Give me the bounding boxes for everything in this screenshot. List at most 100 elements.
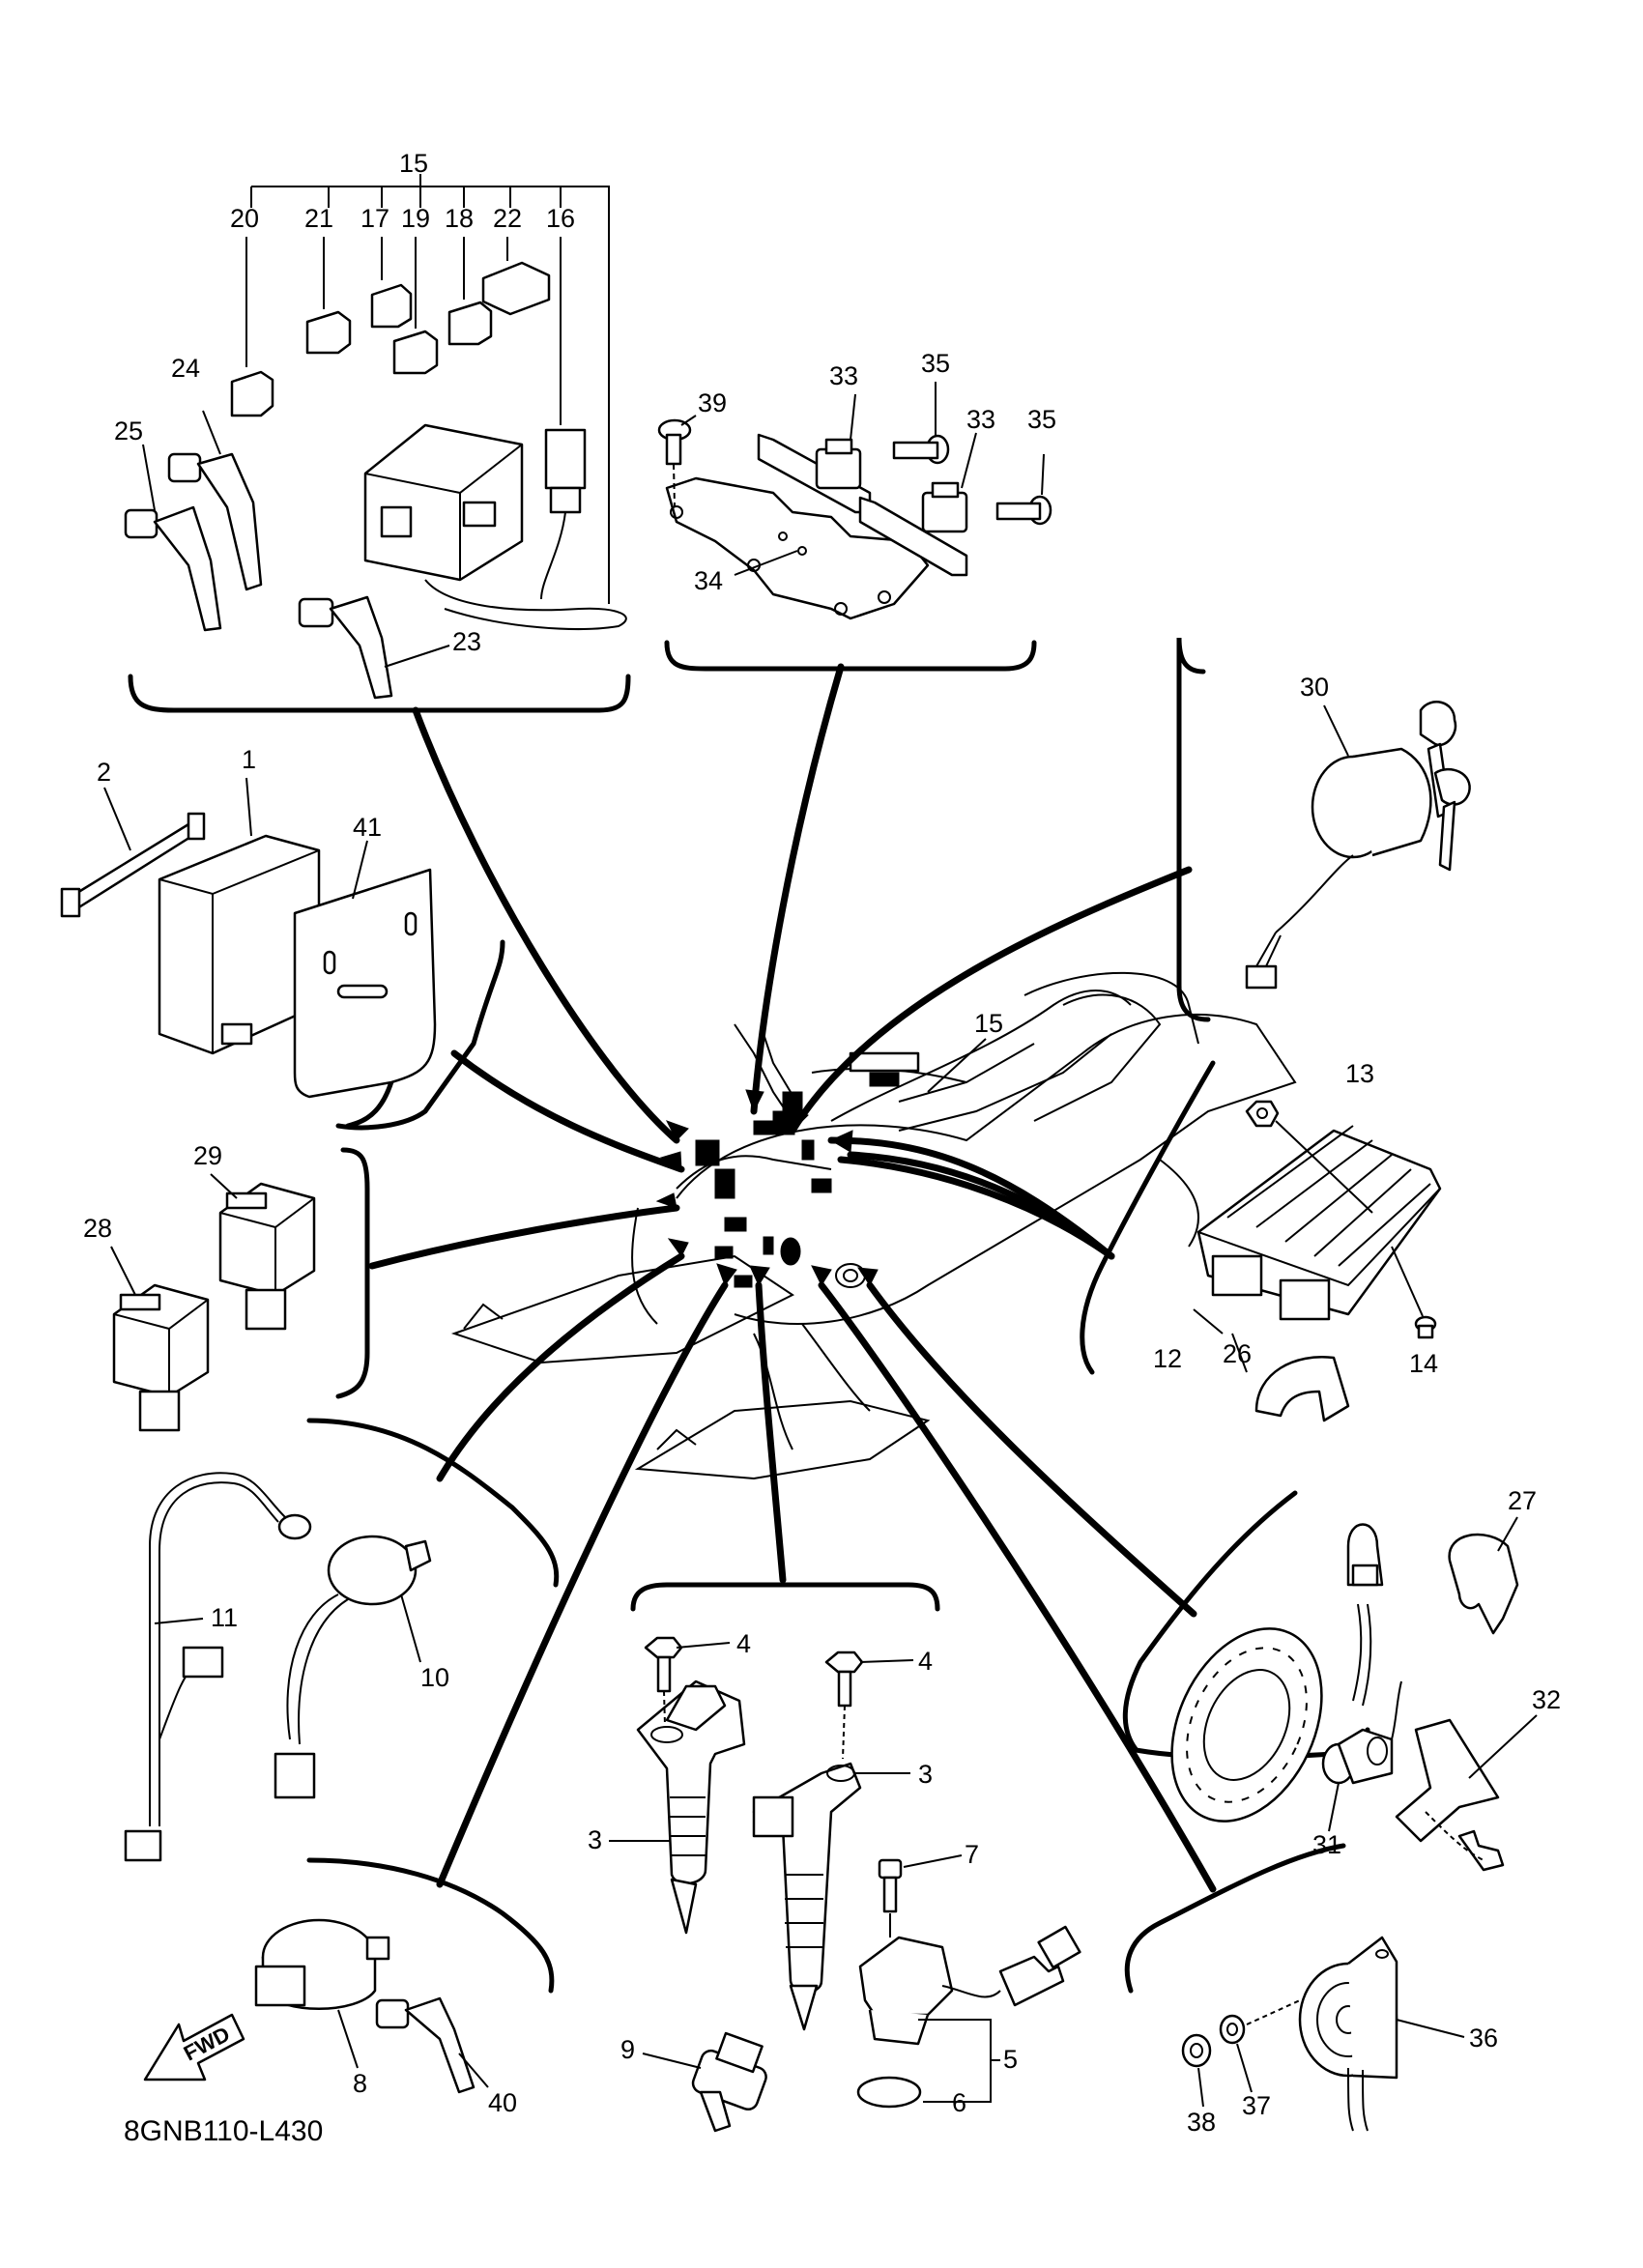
label-38: 38: [1187, 2108, 1216, 2137]
fuse-18: [447, 301, 493, 346]
label-24: 24: [171, 354, 200, 383]
cable-tie-25: [124, 505, 222, 632]
fwd-arrow: FWD: [143, 2013, 245, 2081]
crank-sensor-group: [1170, 1516, 1538, 1872]
label-22: 22: [493, 204, 522, 233]
screw-7: [878, 1854, 963, 1913]
bracket-32: [1395, 1718, 1505, 1872]
relay-mount-33a: [757, 433, 872, 514]
label-31: 31: [1312, 1830, 1341, 1859]
relay-group: [110, 1173, 316, 1432]
washer-37: [1219, 2014, 1246, 2045]
label-33b: 33: [966, 405, 995, 434]
screw-35b: [995, 495, 1052, 526]
label-15-top: 15: [399, 149, 428, 178]
bolt-4b: [824, 1651, 864, 1760]
clamp-27: [1448, 1533, 1519, 1635]
diagram-code: 8GNB110-L430: [124, 2115, 323, 2147]
label-33a: 33: [829, 361, 858, 390]
rectifier-regulator-group: [1193, 1100, 1442, 1422]
group-brackets: [128, 637, 1370, 1994]
fuse-box: [363, 423, 524, 582]
ecu-band-2: [60, 812, 206, 918]
relay-bracket-plate-34: [665, 476, 930, 620]
pointer-lines: [368, 663, 1217, 1893]
relay-bracket-group: [657, 382, 1052, 620]
main-switch-group: [1245, 701, 1471, 990]
horn-group: [1181, 1936, 1465, 2132]
label-12: 12: [1153, 1344, 1182, 1373]
ecu-1: [158, 834, 321, 1055]
frame-chassis: [450, 971, 1297, 1480]
label-1: 1: [242, 745, 256, 774]
label-32: 32: [1532, 1685, 1561, 1714]
label-41: 41: [353, 813, 382, 842]
label-40: 40: [488, 2088, 517, 2117]
label-6: 6: [952, 2088, 966, 2117]
horn-36: [1298, 1936, 1398, 2132]
ecu-cover-41: [293, 868, 437, 1099]
screw-35a: [892, 434, 950, 465]
cable-tie-40: [375, 1996, 476, 2094]
sensor-10-group: [124, 1472, 432, 1862]
washer-14: [1391, 1246, 1437, 1339]
label-8: 8: [353, 2069, 367, 2098]
label-14: 14: [1409, 1349, 1438, 1378]
pickup-rotor: [1170, 1627, 1323, 1823]
fuse-connector-16: [540, 428, 587, 600]
ignition-keys: [1419, 701, 1471, 872]
ignition-coil-group: [609, 1636, 914, 2031]
rectifier-regulator-12: [1196, 1125, 1442, 1321]
relay-29: [218, 1182, 316, 1331]
label-7: 7: [965, 1840, 979, 1869]
label-35a: 35: [921, 349, 950, 378]
part-number-labels: 15 20 21 17 19 18 22 16 24 25 23 39 33 3…: [83, 149, 1561, 2137]
fuse-22: [481, 261, 551, 316]
crank-sensor-31: [1321, 1523, 1402, 1785]
relay-28: [112, 1283, 210, 1432]
label-25: 25: [114, 416, 143, 445]
label-19: 19: [401, 204, 430, 233]
relay-mount-33b: [858, 481, 968, 577]
label-3a: 3: [588, 1825, 602, 1854]
fuse-17: [370, 283, 413, 329]
label-34: 34: [694, 566, 723, 595]
label-21: 21: [304, 204, 333, 233]
label-10: 10: [420, 1663, 449, 1692]
cam-sensor-group: [642, 1854, 1081, 2133]
ignition-coil-3a: [636, 1679, 746, 1935]
fuse-21: [305, 310, 352, 355]
clamp-26: [1254, 1356, 1350, 1422]
label-4b: 4: [918, 1647, 933, 1676]
fuse-box-group: [124, 174, 627, 700]
label-4a: 4: [736, 1629, 751, 1658]
label-17: 17: [360, 204, 389, 233]
label-37: 37: [1242, 2091, 1271, 2120]
label-16: 16: [546, 204, 575, 233]
label-23: 23: [452, 627, 481, 656]
fuse-20: [230, 370, 274, 417]
label-3b: 3: [918, 1760, 933, 1789]
nut-38: [1181, 2033, 1212, 2068]
label-35b: 35: [1027, 405, 1056, 434]
ecu-group: [60, 777, 437, 1099]
label-18: 18: [445, 204, 474, 233]
label-26: 26: [1223, 1339, 1252, 1368]
label-11: 11: [211, 1603, 238, 1632]
sensor-9: [691, 2031, 767, 2133]
harness-15-route: [927, 1038, 987, 1093]
nut-13: [1245, 1100, 1373, 1214]
label-13: 13: [1345, 1059, 1374, 1088]
sensor-8-group: [254, 1918, 489, 2094]
sensor-10: [274, 1535, 432, 1799]
sensor-5: [858, 1925, 1081, 2046]
cable-tie-24: [167, 452, 263, 591]
label-30: 30: [1300, 673, 1329, 702]
bolt-4a: [644, 1636, 683, 1726]
label-20: 20: [230, 204, 259, 233]
wire-harness-center: [676, 990, 1132, 1288]
main-switch-30: [1245, 747, 1432, 990]
label-9: 9: [620, 2035, 635, 2064]
label-2: 2: [97, 758, 111, 787]
label-36: 36: [1469, 2024, 1498, 2053]
